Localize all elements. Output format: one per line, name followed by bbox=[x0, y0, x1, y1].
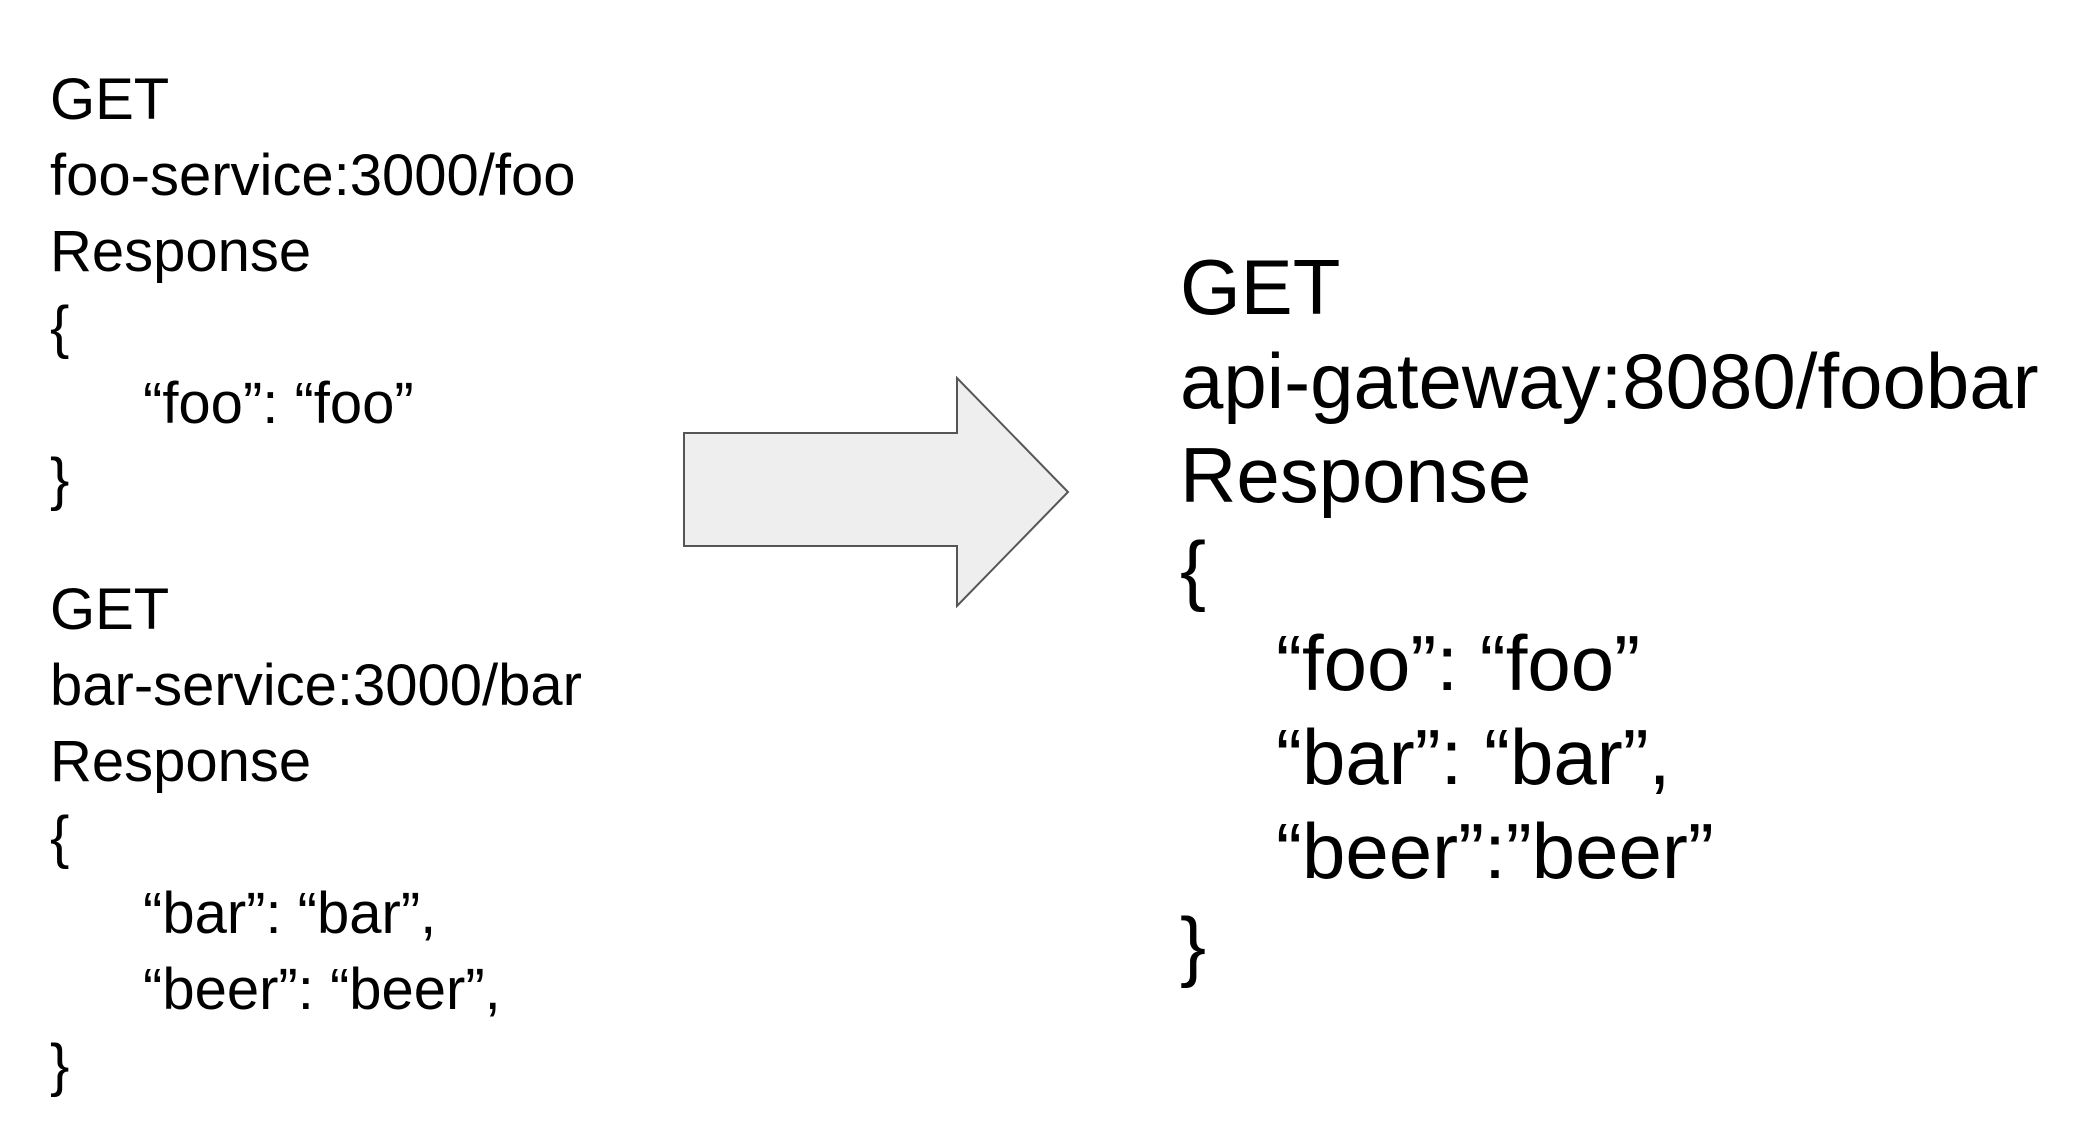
gateway-request: GET api-gateway:8080/foobar Response { “… bbox=[1180, 240, 2039, 992]
bar-service-request: GET bar-service:3000/bar Response { “bar… bbox=[50, 572, 582, 1104]
foo-close-brace: } bbox=[50, 447, 70, 512]
bar-close-brace: } bbox=[50, 1033, 70, 1098]
gateway-body-line: “bar”: “bar”, bbox=[1276, 713, 1671, 801]
foo-body-line: “foo”: “foo” bbox=[143, 371, 414, 436]
foo-endpoint: foo-service:3000/foo bbox=[50, 143, 576, 208]
foo-method: GET bbox=[50, 67, 170, 132]
foo-open-brace: { bbox=[50, 295, 70, 360]
bar-body-line: “bar”: “bar”, bbox=[143, 881, 437, 946]
bar-endpoint: bar-service:3000/bar bbox=[50, 653, 582, 718]
gateway-endpoint: api-gateway:8080/foobar bbox=[1180, 337, 2039, 425]
foo-service-request: GET foo-service:3000/foo Response { “foo… bbox=[50, 62, 576, 518]
bar-response-label: Response bbox=[50, 729, 312, 794]
gateway-response-label: Response bbox=[1180, 431, 1532, 519]
gateway-body-line: “foo”: “foo” bbox=[1276, 619, 1641, 707]
gateway-open-brace: { bbox=[1180, 525, 1207, 613]
arrow-shape bbox=[683, 376, 1070, 608]
right-arrow-icon bbox=[683, 376, 1070, 608]
gateway-body-line: “beer”:”beer” bbox=[1276, 807, 1714, 895]
bar-body-line: “beer”: “beer”, bbox=[143, 957, 501, 1022]
foo-response-label: Response bbox=[50, 219, 312, 284]
bar-open-brace: { bbox=[50, 805, 70, 870]
gateway-method: GET bbox=[1180, 243, 1341, 331]
gateway-close-brace: } bbox=[1180, 901, 1207, 989]
bar-method: GET bbox=[50, 577, 170, 642]
